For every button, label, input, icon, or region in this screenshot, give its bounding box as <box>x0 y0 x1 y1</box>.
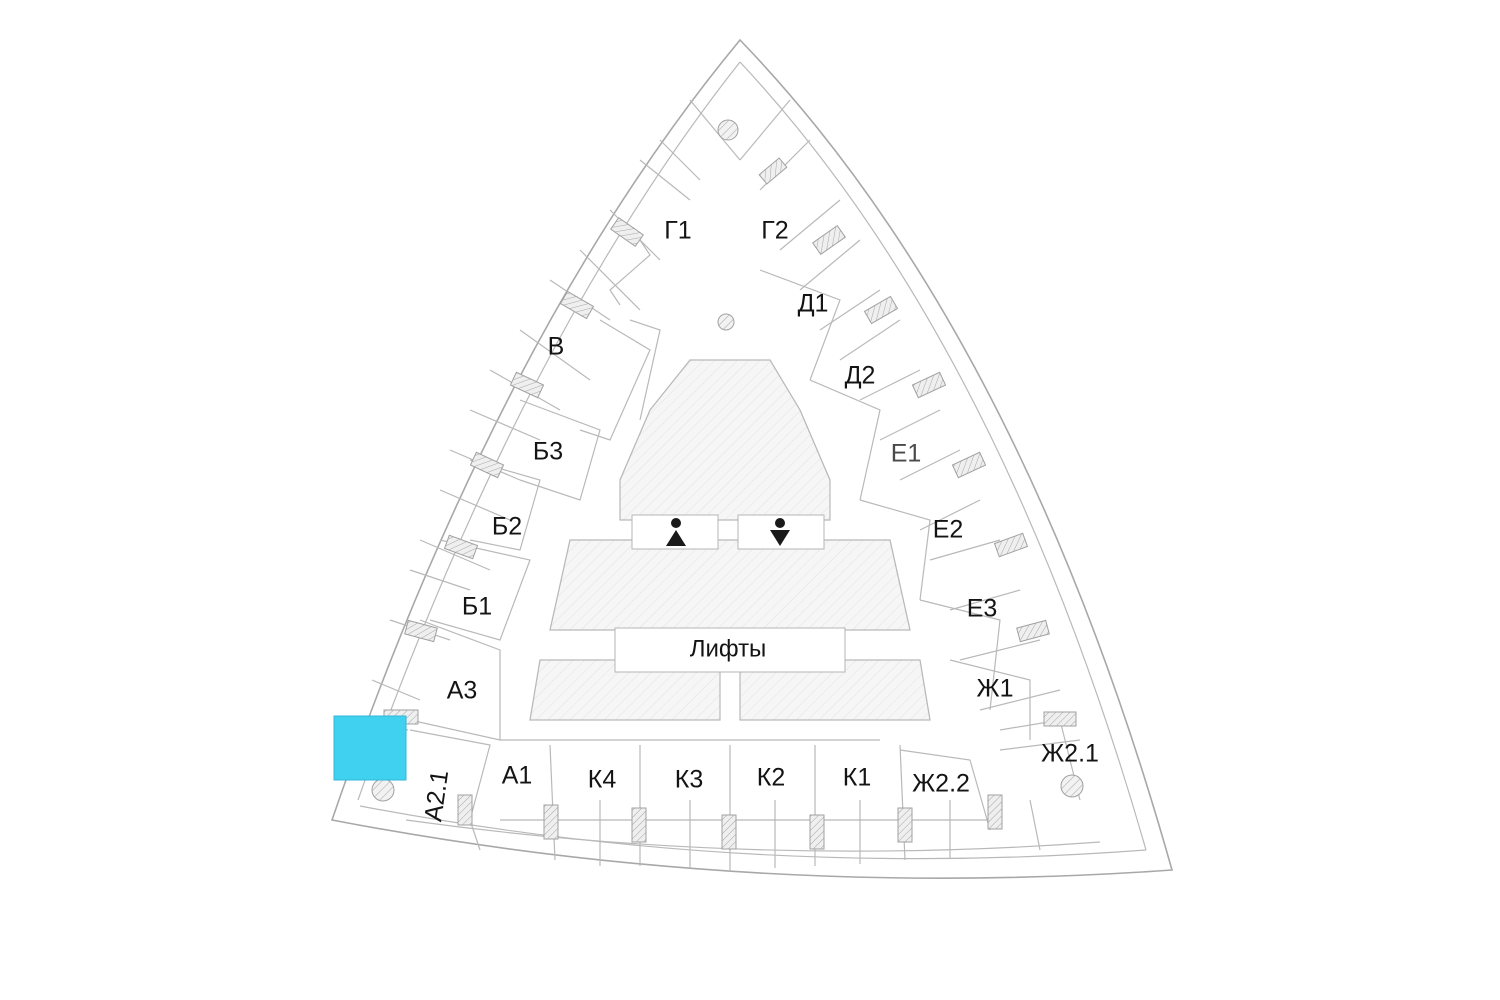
room-label-zh1: Ж1 <box>977 675 1014 703</box>
room-label-k2: К2 <box>757 764 785 792</box>
lift-hall <box>614 627 846 673</box>
room-label-k1: К1 <box>843 764 871 792</box>
stair-markers <box>383 157 1077 850</box>
room-label-a1: А1 <box>502 762 533 790</box>
room-label-d2: Д2 <box>845 362 876 390</box>
room-label-b3: Б3 <box>533 438 563 466</box>
central-core <box>529 359 931 721</box>
room-label-e2: Е2 <box>933 516 964 544</box>
room-label-b2: Б2 <box>492 513 522 541</box>
room-label-a21: А2.1 <box>419 768 454 823</box>
female-wc-icon <box>770 518 790 546</box>
lift-label: Лифты <box>690 635 767 662</box>
room-label-e1: Е1 <box>891 440 922 468</box>
room-label-k3: К3 <box>675 766 703 794</box>
room-label-k4: К4 <box>588 766 617 794</box>
columns <box>371 119 1084 802</box>
highlighted-unit[interactable] <box>333 715 407 781</box>
room-label-zh22: Ж2.2 <box>912 770 970 798</box>
room-label-d1: Д1 <box>798 290 829 318</box>
room-label-e3: Е3 <box>967 595 998 623</box>
room-label-b1: Б1 <box>462 593 492 621</box>
room-label-v: В <box>548 333 565 361</box>
male-wc-icon <box>666 518 686 546</box>
bottom-row-partitions <box>469 739 1041 870</box>
room-label-zh21: Ж2.1 <box>1041 740 1099 768</box>
room-label-a3: А3 <box>447 677 478 705</box>
room-label-g1: Г1 <box>664 217 691 245</box>
room-label-g2: Г2 <box>761 217 788 245</box>
